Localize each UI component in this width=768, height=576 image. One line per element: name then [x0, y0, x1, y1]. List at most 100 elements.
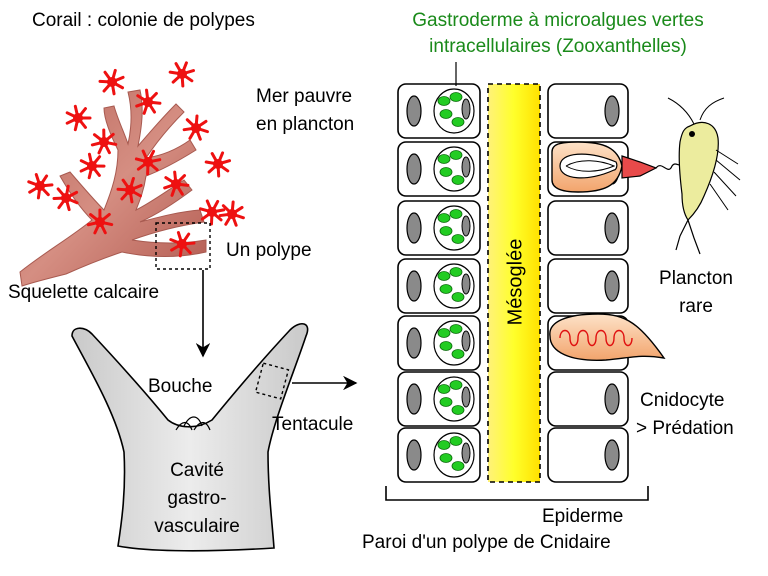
polyp-mouth [171, 179, 181, 189]
epidermis-cell [547, 258, 629, 314]
plankton-label-line2: rare [679, 296, 713, 317]
vacuole-nucleus [461, 156, 471, 178]
zooxanthella [451, 117, 465, 127]
epidermis-label: Epiderme [542, 506, 624, 527]
plankton-antennae [667, 97, 741, 211]
plankton-eye [689, 131, 695, 137]
polyp-mouth [213, 159, 223, 169]
cavity-label-line1: Cavité [170, 460, 224, 481]
polyp-mouth [61, 193, 71, 203]
epidermis-cell-outline [547, 258, 629, 314]
polyp-mouth [125, 185, 135, 195]
polyp-body [71, 323, 309, 552]
cell-nucleus [406, 439, 422, 471]
tentacle-selection-box [254, 362, 290, 400]
zooxanthella [437, 96, 451, 106]
zooxanthella [449, 380, 463, 390]
plankton-tail [675, 219, 701, 255]
coral-polyp [65, 104, 92, 132]
cnidocyte-tube [621, 155, 658, 179]
polyp-mouth [35, 181, 45, 191]
cell-nucleus [406, 383, 422, 415]
zooxanthella [449, 436, 463, 446]
polyp-mouth [191, 123, 201, 133]
wall-caption: Paroi d'un polype de Cnidaire [362, 532, 611, 553]
coral-polyps [27, 61, 245, 258]
zooxanthella [449, 150, 463, 160]
cell-nucleus [406, 270, 422, 302]
coral-polyp [169, 231, 196, 258]
polyp-body-shape [71, 323, 309, 552]
coral-polyp [218, 200, 245, 227]
skeleton-label: Squelette calcaire [8, 282, 160, 303]
vacuole-nucleus [461, 98, 471, 120]
coral-polyp [182, 114, 209, 141]
polyp-selection-box [155, 222, 211, 270]
mouth-label: Bouche [148, 376, 213, 397]
gastroderm-cell [397, 200, 481, 256]
mouth-folds [175, 416, 211, 431]
zooxanthella [439, 109, 453, 119]
coiled-thread [559, 329, 633, 347]
gastroderm-cell [397, 83, 481, 139]
epidermis-cell-outline [547, 371, 629, 427]
gastroderm-cells [397, 83, 481, 483]
zooxanthella [449, 92, 463, 102]
zooxanthella [437, 440, 451, 450]
cell-nucleus [406, 153, 422, 185]
cnidocyte-coiled-capsule [549, 313, 666, 361]
zooxanthella [439, 284, 453, 294]
epidermis-cell [547, 83, 629, 139]
coral-polyp [86, 208, 114, 235]
polyp-mouth [227, 209, 237, 219]
cnidocyte-thread [565, 160, 616, 172]
vacuole-nucleus [461, 386, 471, 408]
polyp-mouth [177, 69, 187, 79]
gastroderm-cell [397, 371, 481, 427]
coral-polyp [52, 184, 79, 212]
vacuole-nucleus [461, 442, 471, 464]
zooxanthella [437, 328, 451, 338]
polyp-mouth [107, 77, 117, 87]
zooxanthella [437, 384, 451, 394]
zooxanthella [439, 453, 453, 463]
epidermis-bracket [385, 486, 649, 501]
polyp-wall [397, 83, 741, 483]
coral-polyp [116, 176, 143, 204]
coral-polyp [98, 68, 125, 96]
coral-polyp [135, 88, 162, 115]
gastroderm-cell [397, 258, 481, 314]
zooxanthella [451, 461, 465, 471]
sea-label-line2: en plancton [256, 114, 355, 135]
cell-nucleus [406, 212, 422, 244]
coral-polyp [163, 170, 190, 197]
polyp-mouth [73, 113, 83, 123]
cell-nucleus [604, 383, 620, 415]
coral-polyp [90, 128, 118, 155]
zooxanthella [437, 213, 451, 223]
mesoglea-label: Mésoglée [504, 239, 526, 326]
zooxanthella [439, 397, 453, 407]
coral-title: Corail : colonie de polypes [32, 10, 255, 31]
cavity-label-line3: vasculaire [154, 516, 240, 537]
cell-nucleus [604, 95, 620, 127]
zooxanthella [451, 349, 465, 359]
polyp-mouth [99, 137, 109, 147]
coral-polyp [204, 151, 232, 178]
zooxanthella [439, 167, 453, 177]
polyp-mouth [177, 239, 187, 249]
gastroderm-cell [397, 315, 481, 371]
polyp-mouth [87, 161, 97, 171]
epidermis-cell [547, 427, 629, 483]
vacuole-nucleus [461, 215, 471, 237]
zooxanthella [451, 292, 465, 302]
zooxanthella [437, 154, 451, 164]
cell-nucleus [604, 212, 620, 244]
gastroderm-label-line2: intracellulaires (Zooxanthelles) [429, 36, 687, 57]
cell-nucleus [406, 95, 422, 127]
epidermis-cell [547, 371, 629, 427]
sea-label-line1: Mer pauvre [256, 86, 353, 107]
gastroderm-cell [397, 427, 481, 483]
epidermis-cell-outline [547, 427, 629, 483]
